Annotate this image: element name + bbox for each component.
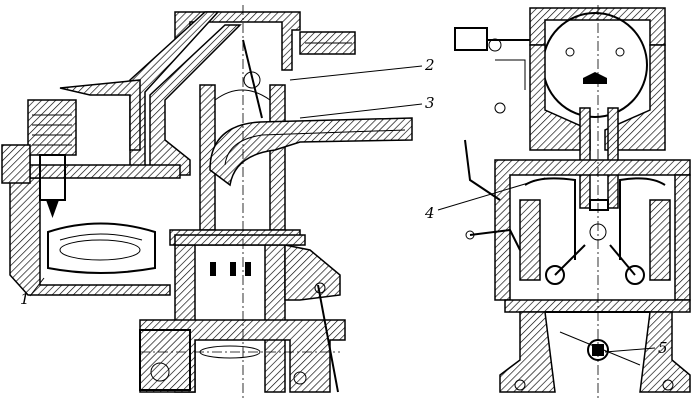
callout-2: 2 xyxy=(424,56,435,74)
left-section-view xyxy=(1,5,413,400)
callout-1: 1 xyxy=(20,290,30,308)
leader-lines xyxy=(29,65,656,353)
callout-4: 4 xyxy=(424,204,435,222)
callout-3: 3 xyxy=(425,94,435,112)
right-section-view xyxy=(454,5,691,400)
callout-5: 5 xyxy=(658,339,668,357)
callout-labels: 1 2 3 4 5 xyxy=(20,56,668,357)
